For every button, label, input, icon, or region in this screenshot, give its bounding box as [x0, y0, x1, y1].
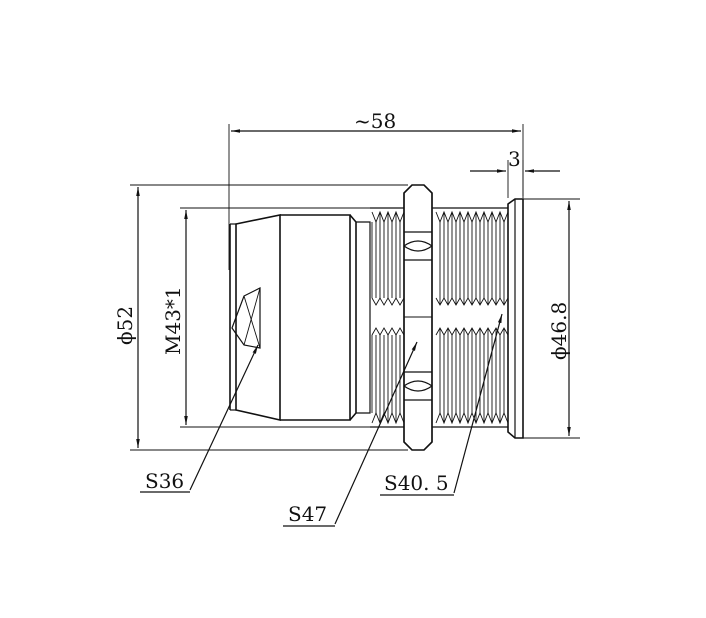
- flange-diameter-label: ϕ46.8: [547, 302, 571, 360]
- dimension-overall-length: ~58: [228, 109, 524, 270]
- callout-s36-label: S36: [145, 469, 184, 493]
- dimension-outer-diameter: ϕ52: [113, 184, 408, 451]
- callout-s47-label: S47: [288, 502, 327, 526]
- thread-rear: [370, 207, 405, 428]
- wrench-flat: [231, 287, 261, 349]
- dimension-flange-diameter: ϕ46.8: [520, 198, 580, 439]
- hex-nut: [403, 184, 433, 451]
- callout-s40-5-label: S40. 5: [384, 471, 449, 495]
- callout-s47: S47: [283, 341, 418, 527]
- thread-label: M43*1: [161, 286, 185, 355]
- flange-thickness-label: 3: [508, 147, 521, 171]
- flange: [507, 198, 524, 439]
- overall-length-label: ~58: [354, 109, 396, 133]
- thread-front: [432, 207, 509, 428]
- callout-s36: S36: [140, 344, 259, 493]
- dimension-thread: M43*1: [161, 207, 372, 428]
- callout-s40-5: S40. 5: [380, 313, 503, 496]
- front-cap: [229, 214, 371, 422]
- dimension-flange-thickness: 3: [470, 147, 560, 198]
- outer-diameter-label: ϕ52: [113, 306, 137, 345]
